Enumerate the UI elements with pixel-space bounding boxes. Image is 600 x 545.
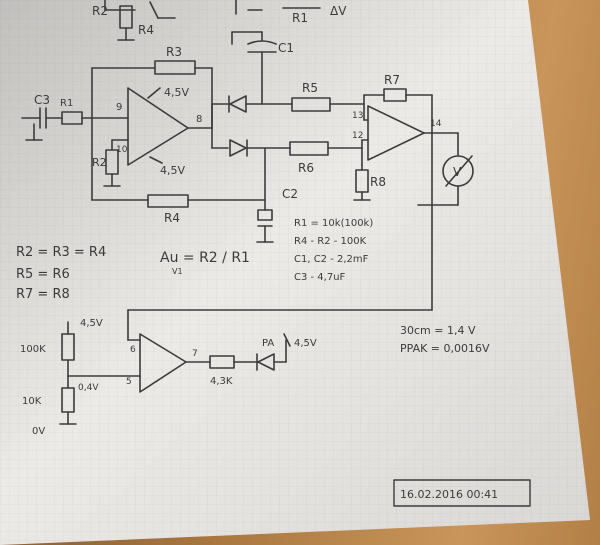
label-r7: R7 [384, 73, 400, 87]
note-meas2: PPAK = 0,0016V [400, 342, 490, 355]
lower-label-rbot: 10K [22, 396, 42, 407]
note-spec1: R1 = 10k(100k) [294, 218, 373, 229]
opamp-2 [367, 105, 425, 161]
lower-label-vtop: 4,5V [80, 318, 103, 329]
note-spec3: C1, C2 - 2,2mF [294, 254, 369, 265]
lower-label-pin7: 7 [192, 349, 198, 359]
label-pin12: 12 [352, 131, 363, 141]
note-meas1: 30cm = 1,4 V [400, 324, 476, 337]
capacitor-c2 [257, 209, 273, 221]
date-stamp-box [393, 479, 531, 507]
note-eq1: R2 = R3 = R4 [16, 245, 106, 260]
lower-label-led: PA [262, 338, 274, 349]
diode-d2 [229, 139, 247, 157]
label-v-top: 4,5V [164, 86, 189, 99]
top-fragment [104, 0, 321, 41]
label-v-bot: 4,5V [160, 164, 185, 177]
lower-label-vright: 4,5V [294, 338, 317, 349]
opamp-3 [139, 333, 187, 393]
opamp-1 [127, 87, 189, 166]
label-pin10: 10 [116, 145, 128, 155]
note-spec2: R4 - R2 - 100K [294, 236, 367, 247]
top-label-r1: R1 [292, 11, 308, 25]
lower-label-tap: 0,4V [78, 383, 99, 393]
lower-label-pin5: 5 [126, 377, 132, 387]
lower-label-rseries: 4,3K [210, 376, 233, 387]
label-r4: R4 [164, 211, 180, 225]
label-r1: R1 [60, 98, 73, 109]
label-c1: C1 [278, 41, 294, 55]
resistor-r4 [147, 194, 189, 208]
label-pin14: 14 [430, 119, 442, 129]
label-pin9: 9 [116, 102, 122, 113]
note-gain-sub: V1 [172, 267, 183, 276]
label-meter: V [453, 165, 462, 179]
top-label-r2: R2 [92, 4, 108, 18]
date-stamp: 16.02.2016 00:41 [400, 488, 498, 501]
note-eq2: R5 = R6 [16, 267, 70, 282]
label-r2: R2 [92, 156, 107, 169]
note-eq3: R7 = R8 [16, 287, 70, 302]
label-r3: R3 [166, 45, 182, 59]
label-r5: R5 [302, 81, 318, 95]
lower-label-pin6: 6 [130, 345, 136, 355]
label-pin8: 8 [196, 114, 202, 125]
lower-circuit [59, 321, 291, 425]
top-label-r4: R4 [138, 23, 154, 37]
label-c3: C3 [34, 93, 50, 107]
label-c2: C2 [282, 187, 298, 201]
top-label-dv: ΔV [330, 4, 347, 18]
lower-label-gnd: 0V [32, 426, 45, 437]
label-r8: R8 [370, 175, 386, 189]
label-r6: R6 [298, 161, 314, 175]
lower-label-rtop: 100K [20, 344, 46, 355]
note-gain: Au = R2 / R1 [160, 250, 250, 266]
note-spec4: C3 - 4,7uF [294, 272, 346, 283]
label-pin13: 13 [352, 111, 363, 121]
main-circuit [21, 31, 474, 341]
